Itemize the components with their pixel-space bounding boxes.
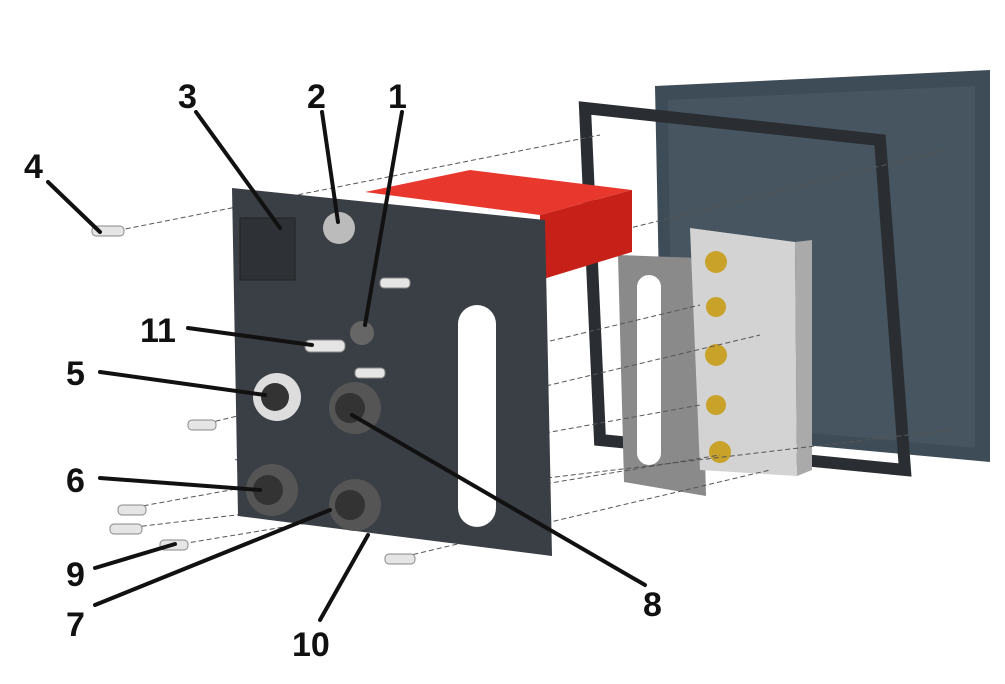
callout-5: 5 [66,355,85,393]
fuse-holder [350,321,374,345]
callout-11: 11 [140,312,176,350]
leader-lines [46,110,647,622]
callout-1: 1 [388,78,407,116]
callout-8: 8 [643,586,662,624]
panel-slot [458,305,496,527]
red-bracket [365,170,632,280]
callout-6: 6 [66,462,85,500]
frame-gasket [578,101,912,477]
connector-block [690,228,812,476]
callout-labels: 3 2 1 4 11 5 6 9 7 10 8 [24,78,662,664]
callout-10: 10 [292,626,330,664]
callout-9: 9 [66,556,85,594]
power-inlet [239,217,296,281]
connector-gasket [618,255,706,496]
callout-3: 3 [178,78,197,116]
callout-4: 4 [24,148,43,186]
front-panel [232,188,552,556]
callout-7: 7 [66,606,85,644]
ground-terminal [323,212,355,244]
screws [91,225,416,565]
callout-2: 2 [307,78,326,116]
rf-connectors [705,251,731,463]
